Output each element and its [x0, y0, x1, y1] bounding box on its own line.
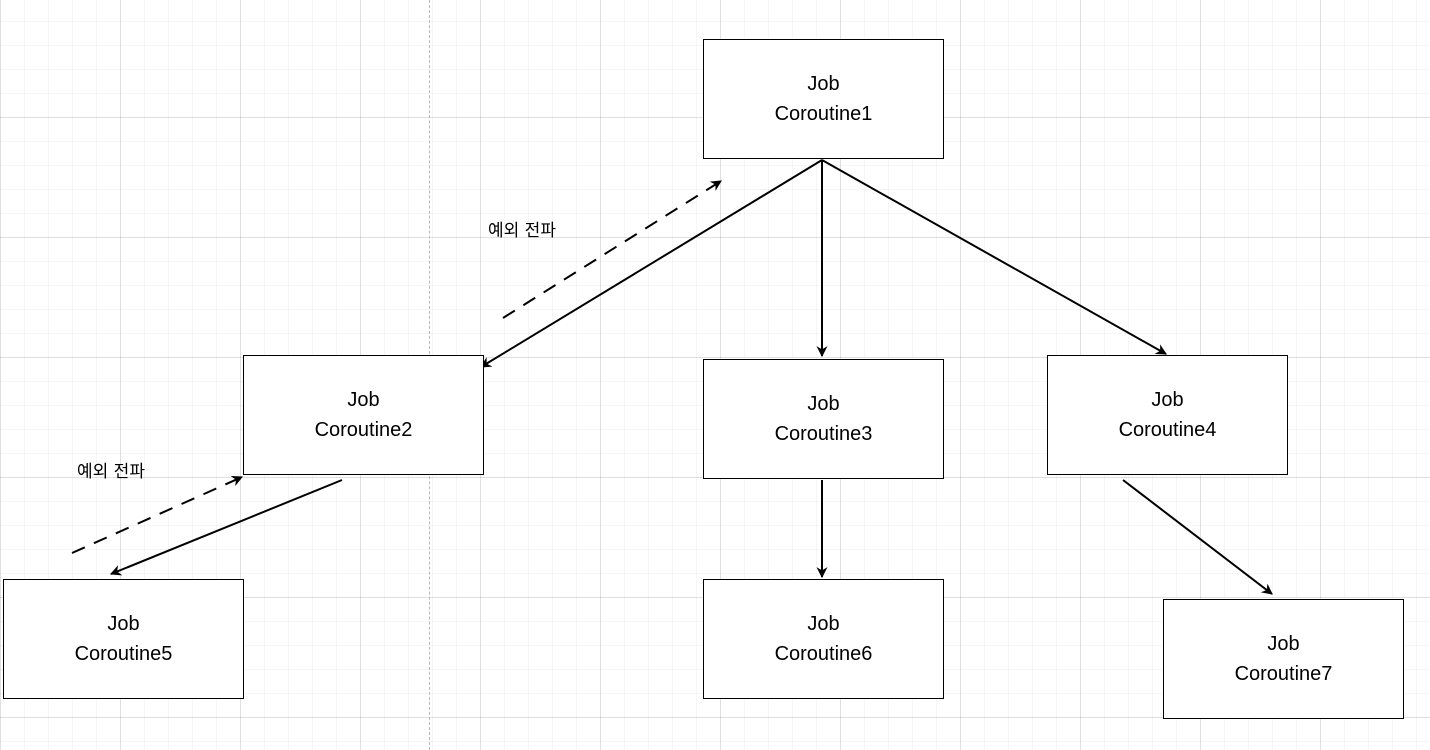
node-coroutine5-line1: Job	[107, 613, 140, 635]
node-coroutine3-line2: Coroutine3	[774, 423, 873, 445]
node-coroutine7-line1: Job	[1267, 633, 1300, 655]
node-coroutine3-line1: Job	[807, 393, 840, 415]
node-coroutine3[interactable]: Job Coroutine3	[703, 359, 944, 479]
edge-coroutine2-to-coroutine5[interactable]	[109, 479, 343, 576]
node-coroutine7-line2: Coroutine7	[1234, 663, 1333, 685]
node-coroutine5[interactable]: Job Coroutine5	[3, 579, 244, 699]
edge-exception-coroutine5-to-coroutine2[interactable]	[71, 476, 244, 554]
edge-coroutine4-to-coroutine7[interactable]	[1122, 479, 1273, 595]
node-coroutine2-line2: Coroutine2	[314, 419, 413, 441]
node-coroutine1-line1: Job	[807, 73, 840, 95]
exception-propagation-label[interactable]: 예외 전파	[77, 462, 145, 482]
node-coroutine1[interactable]: Job Coroutine1	[703, 39, 944, 159]
node-coroutine6[interactable]: Job Coroutine6	[703, 579, 944, 699]
node-coroutine5-line2: Coroutine5	[74, 643, 173, 665]
node-coroutine2[interactable]: Job Coroutine2	[243, 355, 484, 475]
node-coroutine1-line2: Coroutine1	[774, 103, 873, 125]
edge-coroutine1-to-coroutine2[interactable]	[480, 159, 823, 368]
node-coroutine6-line2: Coroutine6	[774, 643, 873, 665]
node-coroutine4-line1: Job	[1151, 389, 1184, 411]
exception-propagation-label[interactable]: 예외 전파	[488, 221, 556, 241]
node-coroutine7[interactable]: Job Coroutine7	[1163, 599, 1404, 719]
node-coroutine6-line1: Job	[807, 613, 840, 635]
node-coroutine4-line2: Coroutine4	[1118, 419, 1217, 441]
node-coroutine2-line1: Job	[347, 389, 380, 411]
node-coroutine4[interactable]: Job Coroutine4	[1047, 355, 1288, 475]
edge-exception-coroutine2-to-coroutine1[interactable]	[502, 180, 722, 319]
edge-coroutine1-to-coroutine4[interactable]	[821, 159, 1167, 355]
